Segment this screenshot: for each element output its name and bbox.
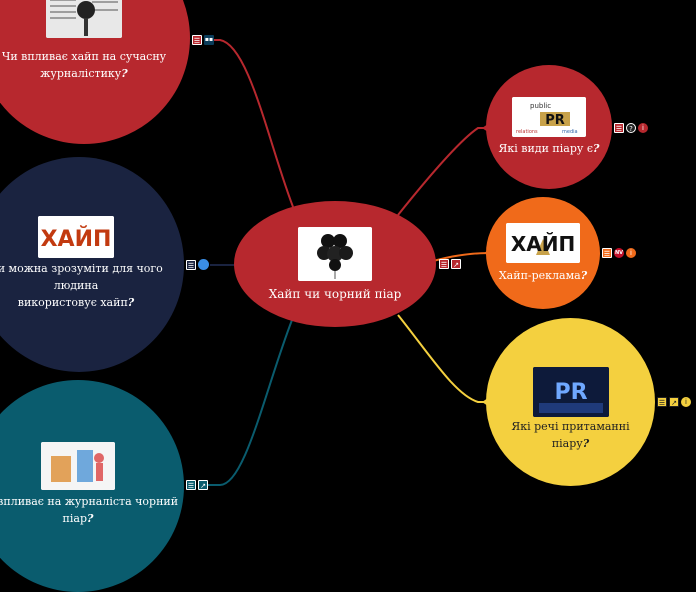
notes-icon[interactable]: ☰ bbox=[602, 248, 612, 258]
info-icon[interactable]: i bbox=[638, 123, 648, 133]
notes-icon[interactable]: ☰ bbox=[657, 397, 667, 407]
hype-logo-image: ХАЙП bbox=[506, 223, 580, 263]
node-mid-left-text-2: використовує хайп bbox=[17, 296, 128, 309]
svg-text:media: media bbox=[562, 129, 578, 135]
question-mark: ? bbox=[580, 269, 588, 282]
hype-logo-text: ХАЙП bbox=[41, 226, 112, 252]
node-bottom-right-icons: ☰ ↗ i bbox=[657, 397, 691, 407]
grid-icon[interactable]: ▪▪ bbox=[204, 35, 214, 45]
node-top-left-icons: ☰ ▪▪ bbox=[192, 35, 214, 45]
notes-icon[interactable]: ☰ bbox=[439, 259, 449, 269]
question-mark: ? bbox=[127, 296, 135, 309]
notes-icon[interactable]: ☰ bbox=[614, 123, 624, 133]
node-bottom-left-icons: ☰ ↗ bbox=[186, 480, 208, 490]
node-mid-right[interactable]: ХАЙП Хайп-реклама? bbox=[486, 197, 600, 309]
node-bottom-left-text-1: Як впливає на журналіста чорний bbox=[0, 495, 179, 508]
central-title: Хайп чи чорний піар bbox=[268, 287, 402, 301]
link-icon[interactable]: ↗ bbox=[451, 259, 461, 269]
node-mid-left[interactable]: ХАЙП Чи можна зрозуміти для чого людина … bbox=[0, 157, 184, 372]
question-icon[interactable]: ? bbox=[626, 123, 636, 133]
connector-top-left bbox=[205, 39, 296, 213]
node-mid-left-icons: ☰ bbox=[186, 259, 209, 270]
question-mark: ? bbox=[582, 437, 590, 450]
node-mid-right-text: Хайп-реклама bbox=[498, 269, 581, 282]
node-bottom-left-text-2: піар bbox=[62, 512, 87, 525]
link-icon[interactable]: ↗ bbox=[669, 397, 679, 407]
node-mid-left-text-1: Чи можна зрозуміти для чого людина bbox=[0, 262, 163, 292]
link-icon[interactable]: ↗ bbox=[198, 480, 208, 490]
node-mid-right-icons: ☰ NV i bbox=[602, 248, 636, 258]
info-icon[interactable]: i bbox=[626, 248, 636, 258]
connector-top-right bbox=[397, 127, 488, 216]
central-icons: ☰ ↗ bbox=[439, 259, 461, 269]
connector-lines bbox=[205, 39, 491, 486]
info-icon[interactable]: i bbox=[681, 397, 691, 407]
hype-logo-image: ХАЙП bbox=[38, 216, 114, 258]
pr-wordcloud-text: PR bbox=[545, 113, 565, 128]
dot-icon[interactable] bbox=[198, 259, 209, 270]
node-top-left-text: Чи впливає хайп на сучасну журналістику bbox=[1, 50, 167, 80]
connector-bottom-right bbox=[397, 314, 488, 403]
question-mark: ? bbox=[593, 142, 600, 155]
question-mark: ? bbox=[121, 67, 128, 80]
hype-logo-text: ХАЙП bbox=[511, 232, 575, 256]
node-bottom-right-text: Які речі притаманні піару bbox=[511, 420, 630, 450]
notes-icon[interactable]: ☰ bbox=[186, 480, 196, 490]
pr-neon-text: PR bbox=[554, 380, 587, 405]
question-mark: ? bbox=[87, 512, 94, 525]
svg-text:relations: relations bbox=[516, 129, 538, 135]
node-top-right-icons: ☰ ? i bbox=[614, 123, 648, 133]
notes-icon[interactable]: ☰ bbox=[186, 259, 196, 270]
workers-illustration-image bbox=[41, 442, 115, 490]
connector-bottom-left bbox=[208, 319, 293, 486]
node-top-right-text: Які види піару є bbox=[498, 142, 594, 155]
node-top-right[interactable]: public PR relations media Які види піару… bbox=[486, 65, 612, 189]
black-balloons-image bbox=[298, 227, 372, 281]
svg-text:public: public bbox=[530, 102, 551, 110]
nv-badge-icon[interactable]: NV bbox=[614, 248, 624, 258]
pr-neon-image: PR bbox=[533, 367, 609, 417]
newspaper-microphone-image bbox=[46, 0, 122, 38]
pr-wordcloud-image: public PR relations media bbox=[512, 97, 586, 137]
node-bottom-right[interactable]: PR Які речі притаманні піару? bbox=[486, 318, 655, 486]
notes-icon[interactable]: ☰ bbox=[192, 35, 202, 45]
central-node[interactable]: Хайп чи чорний піар bbox=[234, 201, 436, 327]
